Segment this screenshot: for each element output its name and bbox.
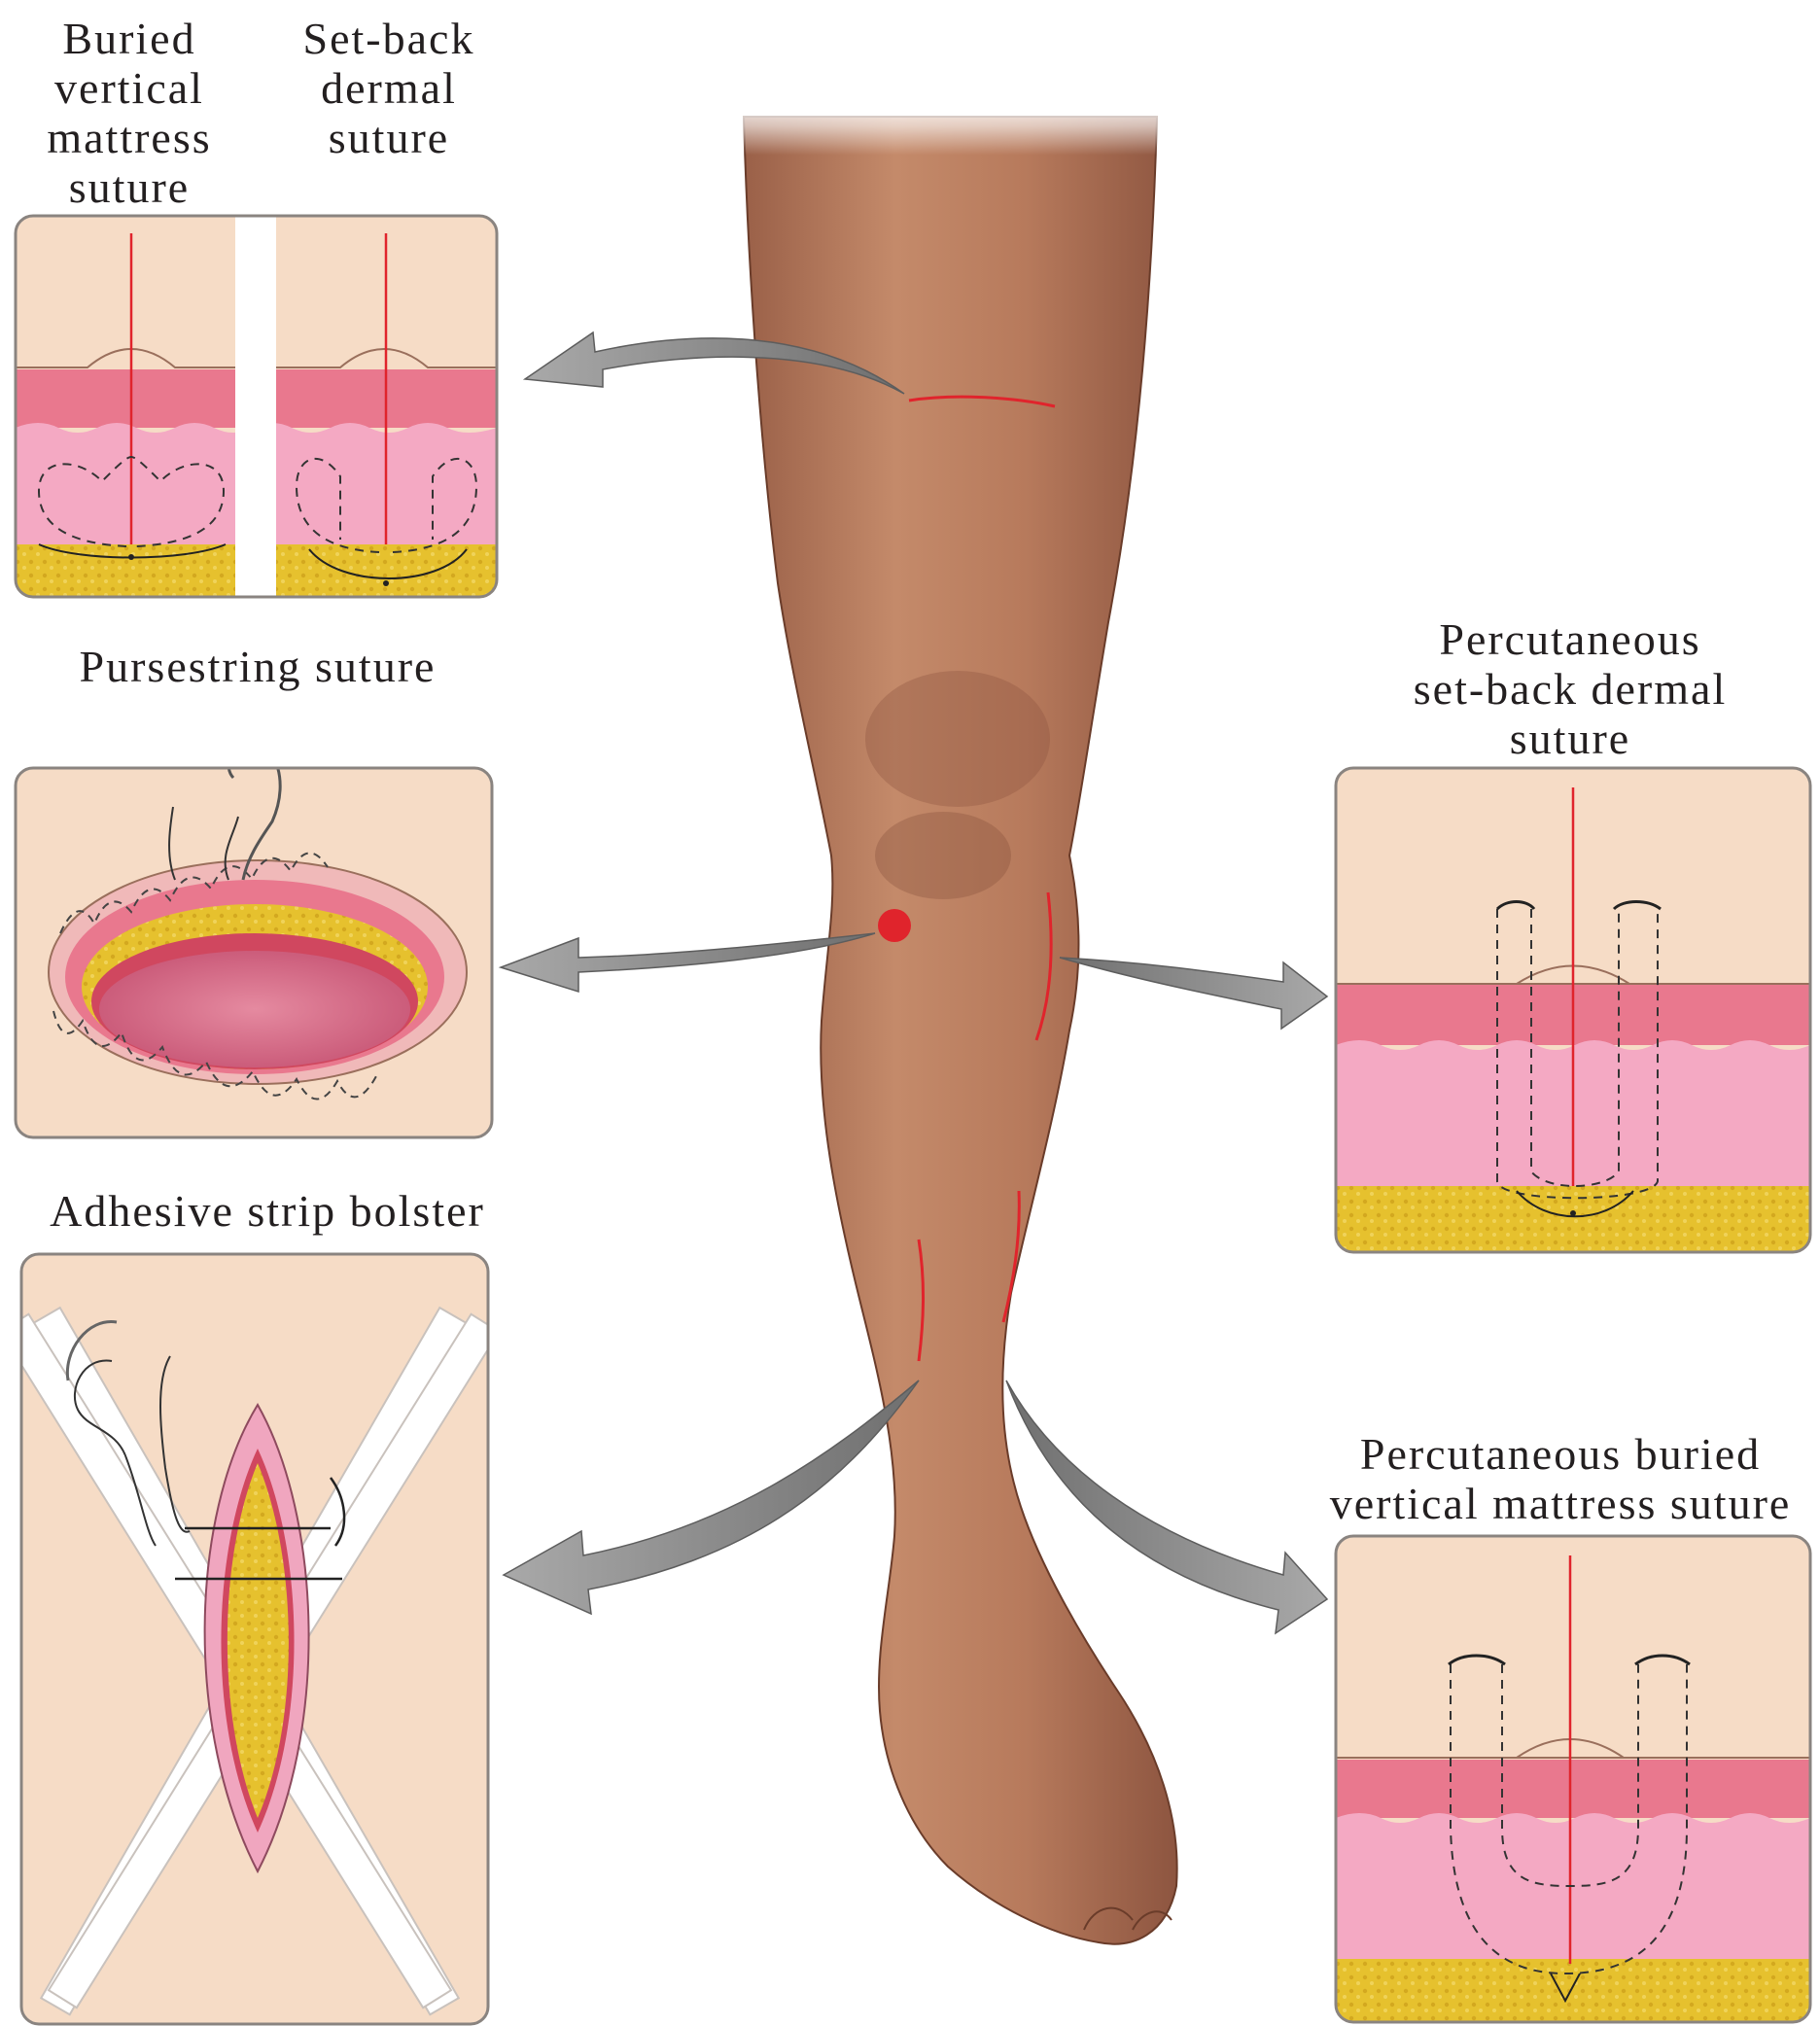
arrow-shin-to-panel-3 [504, 1380, 919, 1614]
leg-illustration [719, 97, 1190, 1954]
panel-pursestring [16, 741, 492, 1137]
panel-percutaneous-set-back-dermal [1336, 768, 1810, 1254]
panel-percutaneous-buried-vertical-mattress [1336, 1536, 1810, 2026]
panel-adhesive-strip-bolster [1, 1254, 500, 2024]
arrow-shin-to-panel-4 [1060, 958, 1327, 1029]
panel-buried-and-set-back [16, 216, 497, 603]
knee-wound-dot [878, 909, 911, 942]
